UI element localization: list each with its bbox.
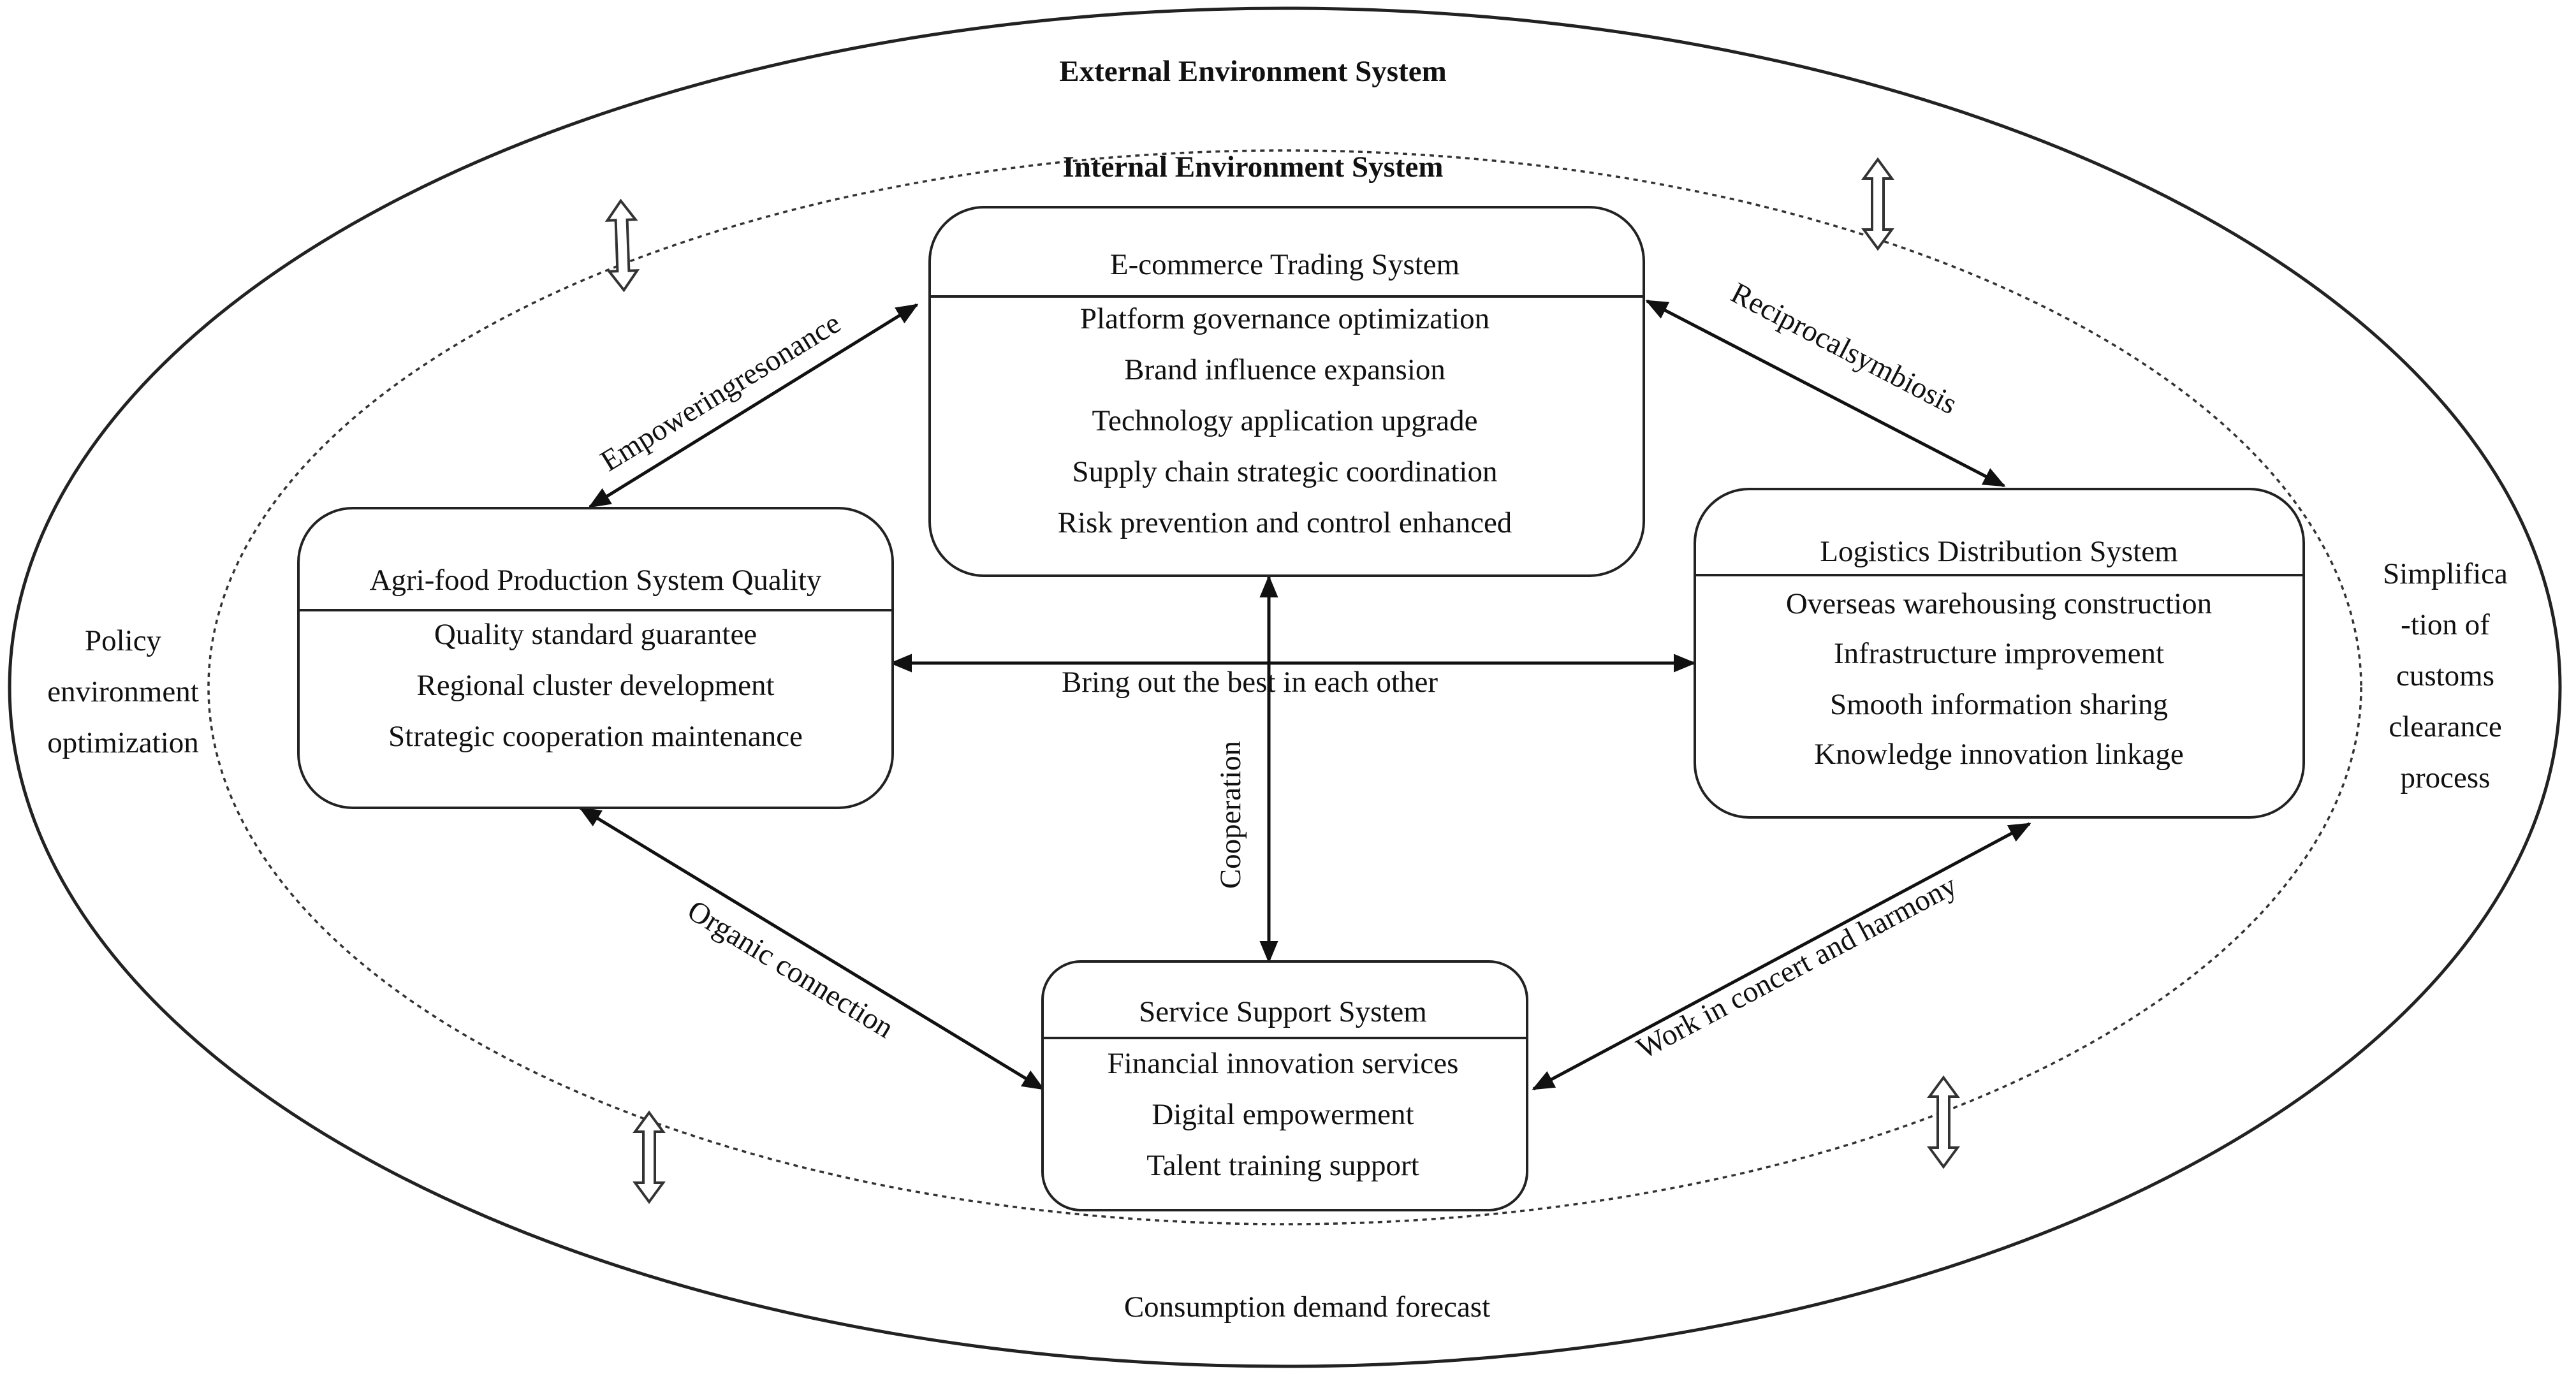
relation-label-work-in-concert: Work in concert and harmony <box>1632 868 1963 1065</box>
external-environment-ellipse <box>8 6 2562 1368</box>
hollow-double-arrow-icon <box>633 1110 666 1204</box>
relation-label-cooperation: Cooperation <box>1214 741 1247 889</box>
logistics-item: Knowledge innovation linkage <box>1814 738 2184 771</box>
arrow-logistics-service <box>1532 822 2031 1091</box>
agrifood-item: Regional cluster development <box>416 669 774 702</box>
external-left-label: Policy environment optimization <box>47 624 199 759</box>
internal-environment-title: Internal Environment System <box>1062 150 1443 184</box>
svg-text:optimization: optimization <box>47 726 199 759</box>
svg-text:Policy: Policy <box>85 624 162 657</box>
agrifood-item: Strategic cooperation maintenance <box>388 720 803 753</box>
ecommerce-item: Technology application upgrade <box>1092 404 1478 437</box>
arrow-agrifood-ecommerce <box>588 303 919 509</box>
agrifood-title: Agri-food Production System Quality <box>370 564 822 597</box>
service-support-system-box: Service Support System Financial innovat… <box>1041 960 1528 1211</box>
ecommerce-item: Brand influence expansion <box>1124 353 1445 386</box>
svg-text:environment: environment <box>47 675 199 708</box>
logistics-item: Infrastructure improvement <box>1834 637 2164 670</box>
logistics-item: Overseas warehousing construction <box>1786 587 2212 620</box>
logistics-item: Smooth information sharing <box>1830 688 2168 721</box>
service-title: Service Support System <box>1139 995 1427 1028</box>
arrow-ecommerce-logistics <box>1645 299 2006 488</box>
agrifood-production-system-box: Agri-food Production System Quality Qual… <box>297 507 894 809</box>
relation-label-reciprocal-symbiosis: Reciprocalsymbiosis <box>1725 276 1962 421</box>
external-environment-title: External Environment System <box>1059 55 1447 88</box>
svg-text:clearance: clearance <box>2389 710 2501 743</box>
service-item: Talent training support <box>1146 1149 1419 1182</box>
svg-text:-tion of: -tion of <box>2401 608 2490 641</box>
logistics-title: Logistics Distribution System <box>1820 535 2177 568</box>
relation-label-bring-out-best: Bring out the best in each other <box>1062 666 1438 699</box>
ecommerce-item: Risk prevention and control enhanced <box>1058 506 1512 539</box>
logistics-distribution-system-box: Logistics Distribution System Overseas w… <box>1694 488 2305 819</box>
hollow-double-arrow-icon <box>1927 1075 1960 1169</box>
svg-text:Simplifica: Simplifica <box>2383 557 2508 590</box>
agrifood-item: Quality standard guarantee <box>434 618 757 651</box>
service-item: Financial innovation services <box>1108 1047 1459 1080</box>
external-bottom-label: Consumption demand forecast <box>1124 1290 1490 1324</box>
service-item: Digital empowerment <box>1152 1098 1414 1131</box>
svg-text:customs: customs <box>2396 659 2494 692</box>
svg-text:process: process <box>2401 761 2491 794</box>
hollow-double-arrow-icon <box>1861 157 1894 251</box>
arrow-agrifood-service <box>578 806 1045 1091</box>
ecommerce-trading-system-box: E-commerce Trading System Platform gover… <box>928 206 1645 577</box>
external-right-label: Simplifica -tion of customs clearance pr… <box>2383 557 2508 794</box>
ecommerce-item: Platform governance optimization <box>1080 302 1489 335</box>
relation-label-empowering-resonance: Empoweringresonance <box>595 307 846 478</box>
hollow-double-arrow-icon <box>604 198 640 293</box>
internal-environment-ellipse <box>207 149 2362 1225</box>
ecommerce-title: E-commerce Trading System <box>1110 248 1460 281</box>
relation-label-organic-connection: Organic connection <box>682 894 899 1045</box>
ecommerce-item: Supply chain strategic coordination <box>1072 455 1498 488</box>
